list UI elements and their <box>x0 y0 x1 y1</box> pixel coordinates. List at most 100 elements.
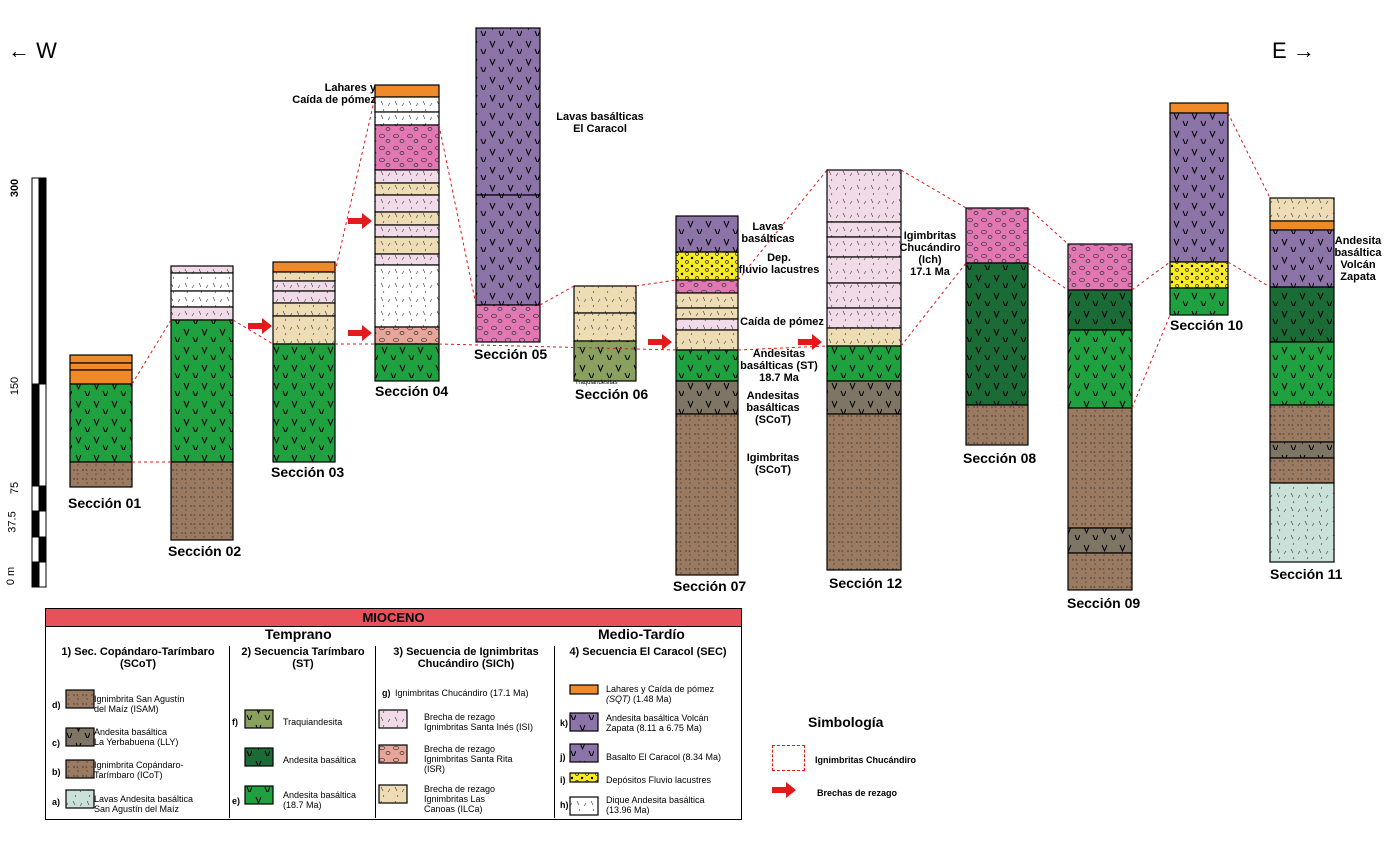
layer-s03-1 <box>272 271 336 282</box>
legend-box: MIOCENO <box>45 608 742 820</box>
layer-s09-4 <box>1067 527 1133 554</box>
legend-swatch-0 <box>65 689 95 709</box>
layer-s11-3 <box>1269 286 1335 343</box>
legend-sqt-text: Lahares y Caída de pómez(SQT) (1.48 Ma) <box>606 684 715 704</box>
legend-i-text: Depósitos Fluvio lacustres <box>606 775 712 785</box>
symbology-ich: Ignimbritas Chucándiro <box>815 755 917 765</box>
legend-swatch-7 <box>378 709 408 729</box>
brecha-arrow-icon <box>772 782 796 798</box>
correlation-line-15 <box>1131 261 1171 291</box>
layer-s04-6 <box>374 194 440 213</box>
scale-segment-left-0 <box>31 177 40 385</box>
section-label-12: Sección 12 <box>829 575 903 591</box>
layer-s04-11 <box>374 264 440 328</box>
layer-s01-4 <box>69 461 133 488</box>
legend-a-key: a) <box>52 797 61 807</box>
scale-segment-right-0 <box>38 177 47 385</box>
correlation-line-12 <box>900 169 967 209</box>
layer-s04-1 <box>374 96 440 113</box>
scale-tick-300: 300 <box>9 178 22 198</box>
scale-segment-right-3 <box>38 510 47 538</box>
layer-s10-2 <box>1169 261 1229 289</box>
legend-k-key: k) <box>560 718 569 728</box>
annotation-ignimbritas-scot: Igimbritas (SCoT) <box>746 452 800 476</box>
layer-s07-7 <box>675 349 739 382</box>
legend-divider-1 <box>229 646 230 818</box>
layer-s07-9 <box>675 413 739 576</box>
scale-segment-right-4 <box>38 536 47 563</box>
layer-s03-6 <box>272 343 336 463</box>
legend-h-key: h) <box>560 800 569 810</box>
layer-s11-2 <box>1269 229 1335 288</box>
east-label: E <box>1272 38 1287 63</box>
layer-s04-2 <box>374 111 440 126</box>
layer-s09-0 <box>1067 243 1133 291</box>
scale-segment-left-5 <box>31 561 40 588</box>
layer-s08-2 <box>965 404 1029 446</box>
brecha-arrow-1 <box>348 213 372 229</box>
layer-s11-8 <box>1269 482 1335 563</box>
legend-swatch-8 <box>378 744 408 764</box>
layer-s04-10 <box>374 253 440 266</box>
layer-s06-0 <box>573 285 637 314</box>
correlation-line-18 <box>1227 261 1271 288</box>
legend-g-text: Ignimbritas Chucándiro (17.1 Ma) <box>395 688 529 698</box>
legend-ab-text: Andesita basáltica <box>283 755 357 765</box>
layer-s04-0 <box>374 84 440 98</box>
east-indicator: E → <box>1272 38 1315 64</box>
layer-s07-2 <box>675 279 739 294</box>
layer-s12-5 <box>826 307 902 329</box>
scale-segment-left-3 <box>31 510 40 538</box>
layer-s04-3 <box>374 124 440 171</box>
legend-j-key: j) <box>560 752 566 762</box>
layer-s11-0 <box>1269 197 1335 222</box>
layer-s11-1 <box>1269 220 1335 231</box>
legend-d-key: d) <box>52 700 61 710</box>
symbology-arrow: Brechas de rezago <box>817 788 898 798</box>
layer-s08-1 <box>965 262 1029 406</box>
layer-s04-9 <box>374 236 440 255</box>
scale-tick-0: 0 m <box>5 566 18 586</box>
legend-col2-head: 2) Secuencia Tarímbaro(ST) <box>241 646 365 670</box>
annotation-ich: Igimbritas Chucándiro (Ich) 17.1 Ma <box>899 230 961 278</box>
legend-i-key: i) <box>560 775 566 785</box>
annotation-lahares: Lahares y Caída de pómez <box>292 82 376 106</box>
west-indicator: ← W <box>8 38 57 64</box>
layer-s12-0 <box>826 169 902 223</box>
layer-s02-4 <box>170 319 234 463</box>
layer-s10-1 <box>1169 112 1229 263</box>
layer-s02-5 <box>170 461 234 541</box>
legend-f-text: Traquiandesita <box>283 717 343 727</box>
section-label-01: Sección 01 <box>68 495 142 511</box>
layer-s04-12 <box>374 326 440 345</box>
legend-swatch-11 <box>569 712 599 732</box>
annotation-lavas-el-caracol: Lavas basálticas El Caracol <box>556 111 644 135</box>
legend-temprano: Temprano <box>265 626 332 642</box>
legend-divider-2 <box>375 646 376 818</box>
layer-s12-1 <box>826 221 902 238</box>
layer-s04-5 <box>374 182 440 196</box>
legend-c-key: c) <box>52 738 61 748</box>
layer-s04-7 <box>374 211 440 226</box>
layer-s07-1 <box>675 251 739 281</box>
layer-s12-3 <box>826 256 902 284</box>
legend-swatch-2 <box>65 759 95 779</box>
section-label-02: Sección 02 <box>168 543 242 559</box>
annotation-andesitas-st: Andesitas basálticas (ST) 18.7 Ma <box>740 348 818 384</box>
correlation-line-17 <box>1227 112 1271 199</box>
annotation-dep-fluvio: Dep. fluvio lacustres <box>738 252 820 276</box>
scale-tick-75: 75 <box>9 481 22 495</box>
layer-s05-1 <box>475 194 541 306</box>
annotation-andesita-zapata: Andesita basáltica Volcán Zapata <box>1334 235 1382 283</box>
layer-s02-1 <box>170 272 234 292</box>
arrow-right-icon: → <box>1292 38 1315 63</box>
section-label-03: Sección 03 <box>271 464 345 480</box>
layer-s07-6 <box>675 329 739 351</box>
layer-s03-5 <box>272 315 336 345</box>
